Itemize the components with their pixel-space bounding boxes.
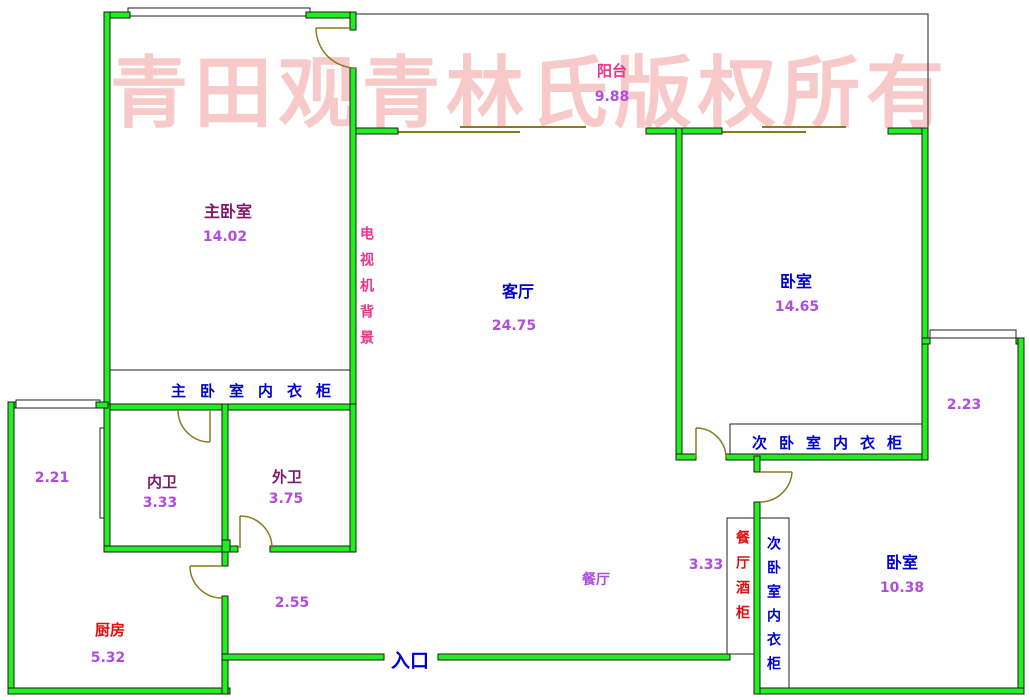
dining-area: 3.33 [689, 557, 724, 573]
dining-name: 餐厅 [581, 571, 610, 588]
tv-wall-label: 电视机背景 [358, 225, 374, 356]
door-swings [177, 27, 793, 599]
living-room-name: 客厅 [502, 282, 534, 301]
kitchen-side-area: 2.21 [35, 470, 70, 486]
master-wardrobe-label: 主卧室内衣柜 [171, 382, 345, 400]
living-room-area: 24.75 [492, 318, 536, 334]
bedroom-right-name: 卧室 [780, 272, 812, 291]
kitchen-door [189, 565, 223, 599]
balcony-name: 阳台 [597, 62, 627, 80]
hallway-area: 2.55 [275, 595, 310, 611]
outer-bath-area: 3.75 [269, 491, 304, 507]
inner-bath-name: 内卫 [147, 473, 177, 491]
kitchen-area: 5.32 [91, 650, 126, 666]
side-strip-area: 2.23 [947, 397, 982, 413]
walls [7, 11, 1025, 695]
balcony-door [315, 27, 357, 69]
lower-bedroom-door [759, 471, 793, 503]
balcony-area: 9.88 [595, 89, 630, 105]
inner-bath-door [177, 409, 211, 443]
bedroom-door [695, 427, 727, 459]
top-window [127, 7, 311, 17]
inner-bath-area: 3.33 [143, 495, 178, 511]
room-labels: 阳台 9.88 主卧室 14.02 客厅 24.75 卧室 14.65 卧室 1… [35, 62, 982, 672]
left-window [15, 399, 101, 409]
master-bedroom-name: 主卧室 [204, 202, 252, 221]
bedroom-lower-area: 10.38 [880, 580, 924, 596]
outer-bath-name: 外卫 [271, 468, 302, 486]
entrance-label: 入口 [391, 650, 429, 672]
watermark-text: 青田观青林氏版权所有 [110, 49, 950, 139]
wine-cabinet-label: 餐厅酒柜 [734, 529, 751, 630]
right-window [929, 329, 1017, 339]
balcony-sliding-doors [398, 126, 846, 133]
outer-bath-door [239, 515, 273, 549]
second-wardrobe-v-label: 次卧室内衣柜 [765, 535, 781, 680]
bedroom-lower-name: 卧室 [886, 553, 918, 572]
balcony-outline [352, 13, 929, 130]
kitchen-name: 厨房 [95, 621, 125, 639]
second-wardrobe-h-label: 次卧室内衣柜 [752, 434, 914, 452]
master-bedroom-area: 14.02 [203, 229, 247, 245]
bedroom-right-area: 14.65 [775, 299, 819, 315]
